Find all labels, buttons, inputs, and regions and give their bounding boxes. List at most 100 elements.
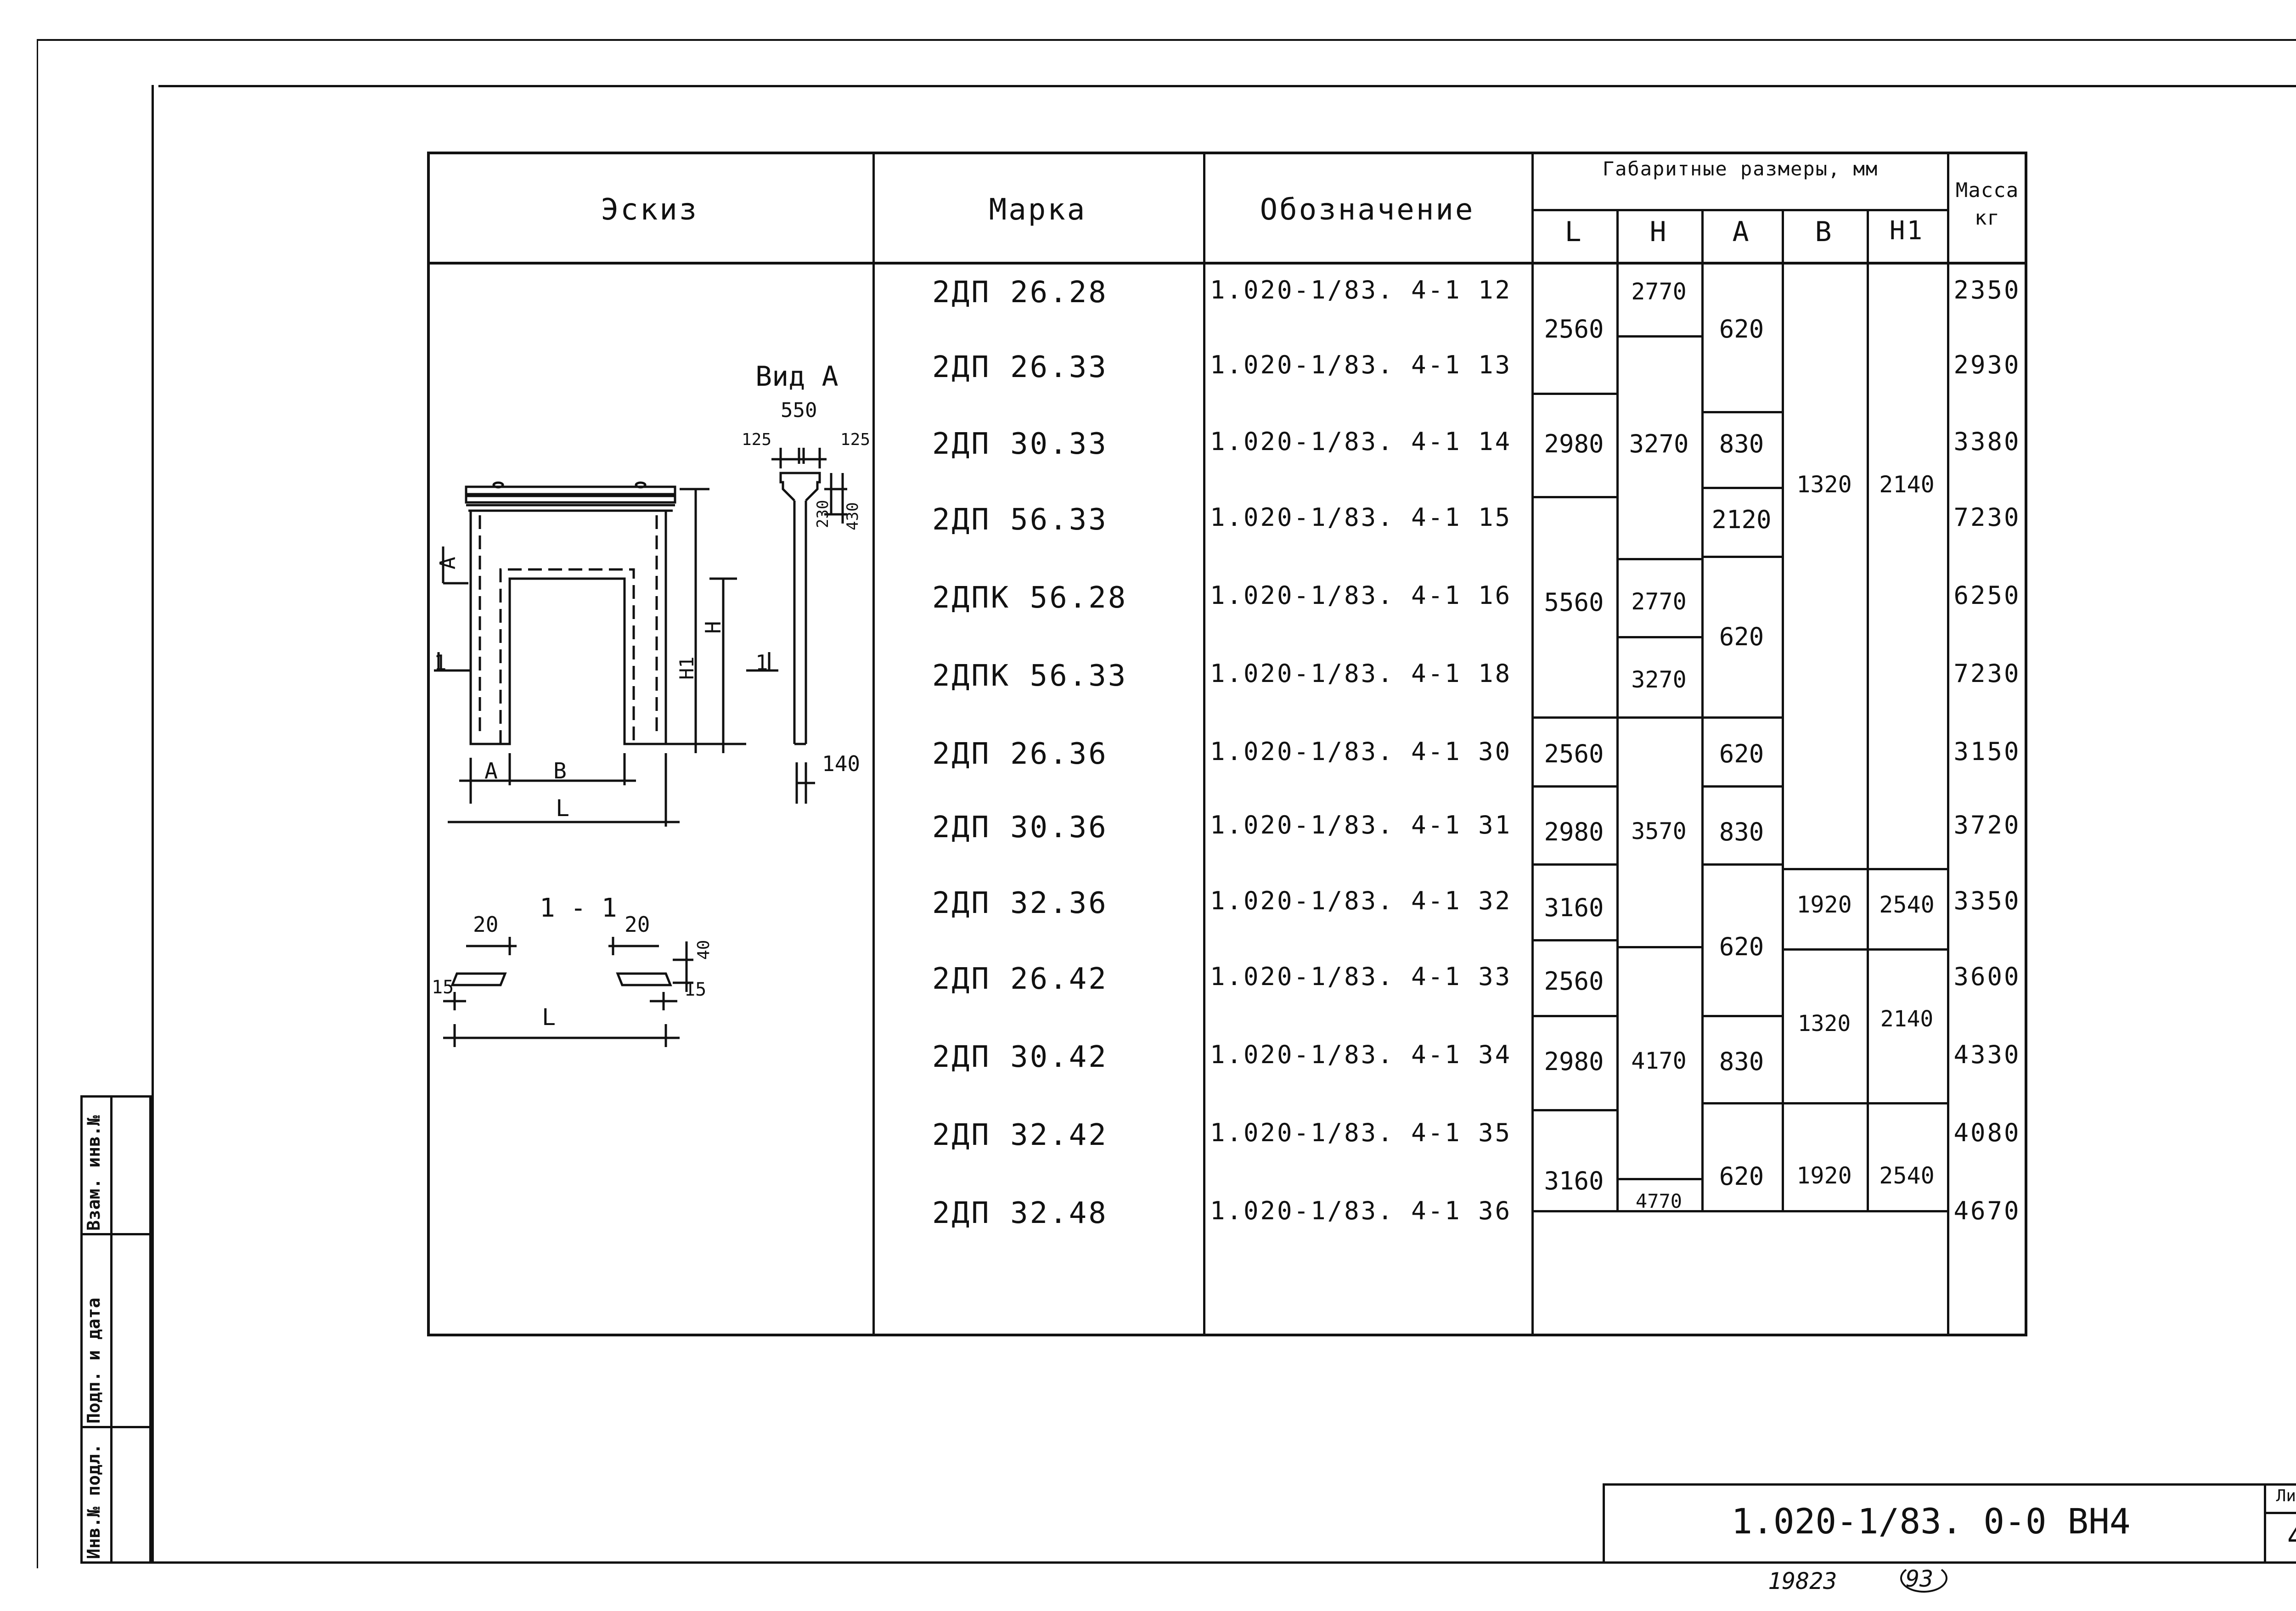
A-cell: 830 — [1719, 1047, 1764, 1076]
label-A: А — [484, 758, 498, 784]
header-designation: Обозначение — [1260, 193, 1475, 227]
L-cell: 2980 — [1544, 817, 1604, 846]
designation-cell: 1.020-1/83. 4-1 15 — [1210, 503, 1512, 532]
side-stamp-sep1 — [80, 1233, 152, 1235]
label-L2: L — [542, 1004, 556, 1031]
A-sep — [1701, 716, 1782, 719]
A-sep — [1701, 411, 1782, 413]
label-H: H — [701, 621, 726, 634]
bottom-page-arc — [1900, 1564, 1947, 1593]
mark-cell: 2ДП 30.33 — [932, 427, 1108, 461]
B-sep — [1782, 1102, 1867, 1104]
H1-cell: 2540 — [1879, 891, 1935, 918]
H-sep — [1616, 636, 1701, 638]
H-sep — [1616, 335, 1701, 338]
mass-cell: 7230 — [1953, 503, 2021, 532]
side-stamp-field2: Подп. и дата — [84, 1297, 104, 1424]
mark-cell: 2ДП 32.48 — [932, 1196, 1108, 1230]
H-cell: 4770 — [1635, 1190, 1683, 1212]
H1-sep — [1867, 868, 1947, 870]
H-cell: 3270 — [1629, 429, 1689, 458]
L-cell: 2560 — [1544, 739, 1604, 768]
H-sep — [1616, 1178, 1701, 1180]
L-sep — [1531, 393, 1616, 395]
col-sep-B-H1 — [1867, 209, 1869, 1210]
dims-group-line — [1531, 209, 1949, 211]
mass-cell: 7230 — [1953, 659, 2021, 688]
mark-cell: 2ДПК 56.33 — [932, 659, 1128, 693]
A-cell: 620 — [1719, 932, 1764, 961]
mark-cell: 2ДП 26.33 — [932, 350, 1108, 384]
col-sep-mass — [1947, 152, 1949, 1336]
sheet-left-border — [152, 85, 154, 1564]
B-cell: 1920 — [1796, 891, 1852, 918]
A-cell: 620 — [1719, 739, 1764, 768]
table-frame — [427, 152, 2027, 1336]
col-sep-sketch — [872, 152, 875, 1336]
sheet-number: 4 — [2287, 1520, 2296, 1554]
L-sep — [1531, 785, 1616, 788]
label-A-arrow: А — [435, 557, 460, 569]
designation-cell: 1.020-1/83. 4-1 31 — [1210, 811, 1512, 839]
H-cell: 2770 — [1631, 278, 1687, 305]
label-B: В — [553, 758, 567, 784]
dim-140: 140 — [822, 751, 861, 776]
H1-sep — [1867, 948, 1947, 951]
dim-15-right: 15 — [684, 979, 707, 1000]
dim-125-left: 125 — [742, 430, 772, 449]
mass-cell: 4670 — [1953, 1196, 2021, 1225]
side-stamp-sep2 — [80, 1426, 152, 1428]
header-mass: Масса кг — [1955, 179, 2019, 230]
L-sep — [1531, 1015, 1616, 1017]
dim-230: 230 — [814, 500, 832, 528]
A-cell: 830 — [1719, 817, 1764, 846]
designation-cell: 1.020-1/83. 4-1 36 — [1210, 1196, 1512, 1225]
L-cell: 2980 — [1544, 429, 1604, 458]
B-cell: 1320 — [1797, 1011, 1851, 1036]
header-col-H1: H1 — [1889, 216, 1925, 246]
H-sep — [1616, 716, 1701, 719]
mass-cell: 4330 — [1953, 1040, 2021, 1069]
section-label: 1 - 1 — [540, 893, 617, 923]
col-sep-A-B — [1782, 209, 1784, 1210]
dim-20-right: 20 — [625, 912, 650, 937]
L-cell: 2560 — [1544, 315, 1604, 344]
L-cell: 2980 — [1544, 1047, 1604, 1076]
mark-cell: 2ДП 26.42 — [932, 962, 1108, 996]
A-sep — [1701, 785, 1782, 788]
mark-cell: 2ДП 30.36 — [932, 811, 1108, 845]
mass-cell: 4080 — [1953, 1118, 2021, 1147]
H-cell: 4170 — [1631, 1048, 1687, 1074]
mark-cell: 2ДП 32.42 — [932, 1118, 1108, 1152]
designation-cell: 1.020-1/83. 4-1 35 — [1210, 1118, 1512, 1147]
outer-top-line — [37, 39, 2296, 41]
dim-40: 40 — [694, 940, 713, 960]
mark-cell: 2ДП 56.33 — [932, 503, 1108, 537]
designation-cell: 1.020-1/83. 4-1 34 — [1210, 1040, 1512, 1069]
outer-left-line — [37, 39, 38, 1568]
L-cell: 3160 — [1544, 893, 1604, 922]
dims-bottom-line — [1531, 1210, 1949, 1212]
L-cell: 3160 — [1544, 1166, 1604, 1195]
H-sep — [1616, 558, 1701, 560]
mark-cell: 2ДП 32.36 — [932, 886, 1108, 920]
mass-cell: 3380 — [1953, 427, 2021, 456]
side-stamp-field1: Инв.№ подл. — [84, 1443, 104, 1559]
col-sep-mark — [1203, 152, 1205, 1336]
L-sep — [1531, 1109, 1616, 1111]
designation-cell: 1.020-1/83. 4-1 14 — [1210, 427, 1512, 456]
label-H1: H1 — [675, 656, 698, 680]
mark-cell: 2ДП 26.36 — [932, 737, 1108, 771]
label-1-left: 1 — [434, 650, 447, 675]
designation-cell: 1.020-1/83. 4-1 12 — [1210, 276, 1512, 304]
B-cell: 1920 — [1796, 1162, 1852, 1189]
col-sep-designation — [1531, 152, 1534, 1336]
mass-cell: 3350 — [1953, 886, 2021, 915]
L-sep — [1531, 496, 1616, 498]
header-dims-group: Габаритные размеры, мм — [1602, 158, 1879, 180]
side-stamp-divider — [110, 1095, 113, 1564]
sheet-top-border — [158, 85, 2296, 87]
header-col-L: L — [1564, 216, 1583, 248]
title-code: 1.020-1/83. 0-0 ВН4 — [1731, 1501, 2131, 1542]
L-cell: 5560 — [1544, 588, 1604, 617]
